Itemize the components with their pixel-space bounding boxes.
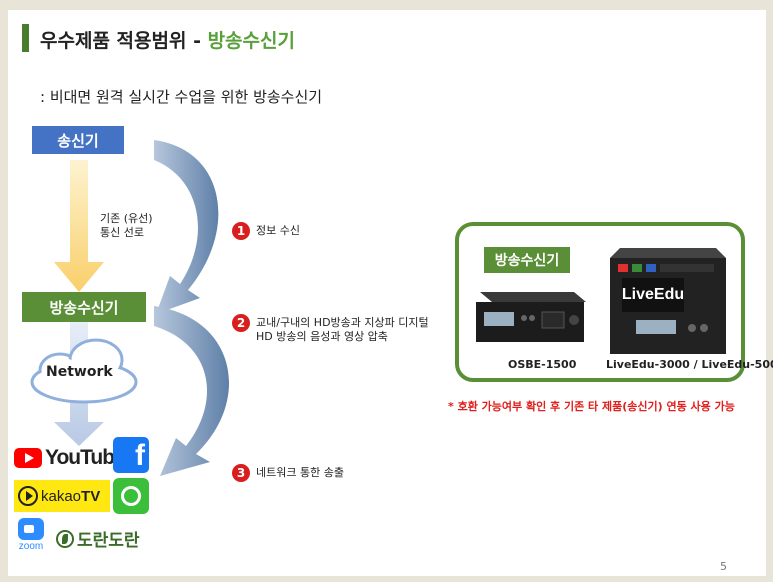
step-text: 정보 수신 (256, 224, 300, 237)
step-number: 1 (232, 222, 250, 240)
step-number: 3 (232, 464, 250, 482)
kakaotv-play-icon (18, 486, 38, 506)
osbe-device-image (476, 292, 586, 342)
network-label: Network (46, 364, 113, 380)
route-label: 기존 (유선) 통신 선로 (100, 212, 153, 239)
facebook-icon: f (113, 437, 149, 473)
tv-word: TV (81, 487, 101, 505)
step-1: 1 정보 수신 (232, 222, 300, 240)
youtube-logo: YouTube (14, 446, 126, 470)
page-number: 5 (720, 560, 727, 573)
liveedu-screen: LiveEdu (622, 278, 684, 312)
zoom-camera-icon (18, 518, 44, 540)
device2-label: LiveEdu-3000 / LiveEdu-5000 (606, 358, 773, 371)
step-number: 2 (232, 314, 250, 332)
receiver-box: 방송수신기 (22, 292, 146, 322)
step-2: 2 교내/구내의 HD방송과 지상파 디지털 HD 방송의 음성과 영상 압축 (232, 314, 429, 344)
step-3: 3 네트워크 통한 송출 (232, 464, 344, 482)
product-tag: 방송수신기 (484, 247, 570, 273)
title-accent-bar (22, 24, 29, 52)
page-title: 우수제품 적용범위 - 방송수신기 (40, 26, 295, 53)
band-icon (113, 478, 149, 514)
doran-logo: 도란도란 (56, 526, 140, 551)
page-subtitle: : 비대면 원격 실시간 수업을 위한 방송수신기 (40, 88, 323, 106)
step-text: 네트워크 통한 송출 (256, 466, 344, 479)
title-accent: 방송수신기 (207, 30, 295, 52)
sender-box: 송신기 (32, 126, 124, 154)
band-ring (121, 486, 141, 506)
step-text: 교내/구내의 HD방송과 지상파 디지털 HD 방송의 음성과 영상 압축 (256, 316, 429, 343)
kakaotv-wordmark: kakaoTV (41, 488, 100, 505)
doran-leaf-icon (56, 529, 74, 548)
kakaotv-logo: kakaoTV (14, 480, 110, 512)
compatibility-note: * 호환 가능여부 확인 후 기존 타 제품(송신기) 연동 사용 가능 (448, 400, 735, 413)
youtube-wordmark: YouTube (45, 446, 126, 469)
zoom-logo: zoom (14, 518, 48, 552)
kakao-word: kakao (41, 487, 82, 505)
zoom-wordmark: zoom (18, 541, 44, 552)
doran-wordmark: 도란도란 (77, 531, 140, 551)
title-main: 우수제품 적용범위 - (40, 30, 208, 52)
device1-label: OSBE-1500 (508, 358, 577, 371)
youtube-play-icon (14, 448, 42, 468)
